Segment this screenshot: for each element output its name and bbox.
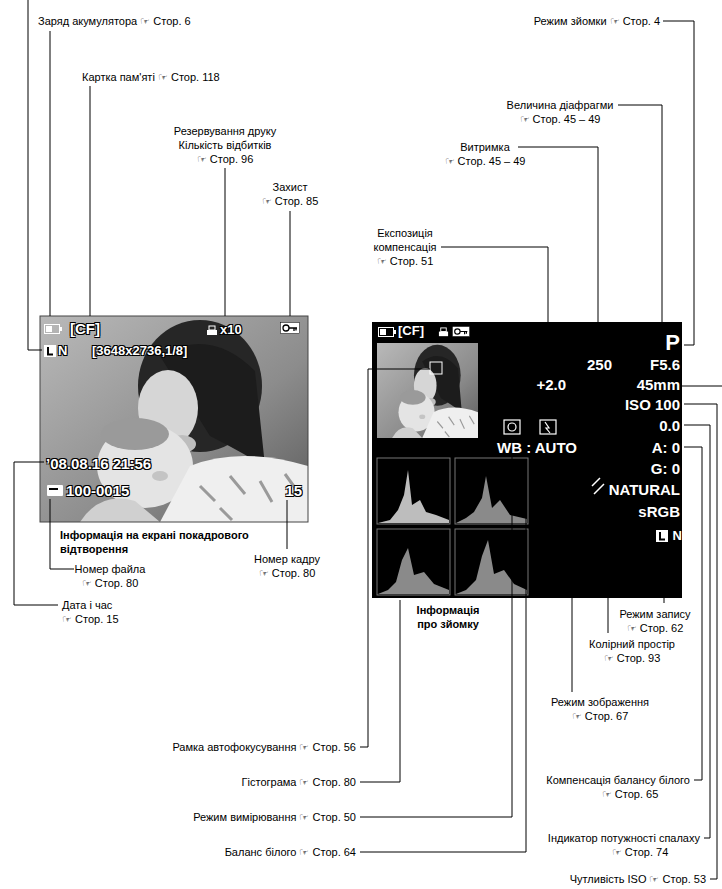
- callout-label: Кількість відбитків: [179, 138, 272, 152]
- callout-label: Чутливість ISO ☞ Стор. 53: [570, 872, 706, 886]
- callout-label: Колірний простір: [589, 637, 675, 651]
- callout-label: ☞ Стор. 93: [604, 651, 661, 665]
- callout-label: Рамка автофокусування ☞ Стор. 56: [172, 740, 356, 754]
- callout-label: ☞ Стор. 51: [377, 254, 434, 268]
- callout-label: Режим зображення: [551, 695, 649, 709]
- screen-readout: 15: [285, 482, 302, 500]
- caption: Інформація на екрані покадрового: [60, 528, 249, 542]
- callout-label: Номер файла: [75, 562, 146, 576]
- callout-label: ☞ Стор. 62: [627, 621, 684, 635]
- screen-readout: [CF]: [398, 323, 424, 339]
- callout-label: Гістограма ☞ Стор. 80: [242, 775, 356, 789]
- callout-label: Дата і час: [62, 598, 112, 612]
- screen-readout: NATURAL: [609, 481, 680, 499]
- callout-label: Номер кадру: [254, 552, 320, 566]
- screen-readout: x10: [220, 322, 242, 338]
- screen-readout: 0.0: [659, 417, 680, 435]
- callout-label: Картка пам'яті ☞ Стор. 118: [82, 70, 220, 84]
- callout-label: Експозиція: [377, 226, 433, 240]
- screen-readout: N: [58, 343, 67, 359]
- screen-readout: A: 0: [652, 439, 680, 457]
- callout-label: Величина діафрагми: [507, 98, 614, 112]
- callout-label: компенсація: [373, 240, 436, 254]
- screen-readout: G: 0: [651, 460, 680, 478]
- callout-label: ☞ Стор. 96: [197, 152, 254, 166]
- caption: Інформація: [417, 603, 480, 617]
- screen-readout: WB : AUTO: [497, 439, 577, 457]
- callout-label: ☞ Стор. 45 – 49: [445, 154, 526, 168]
- callout-label: ☞ Стор. 85: [262, 194, 319, 208]
- screen-readout: 45mm: [637, 376, 680, 394]
- shooting-info-screen: [372, 322, 682, 598]
- callout-label: Індикатор потужності спалаху: [548, 831, 700, 845]
- callout-label: Резервування друку: [174, 124, 276, 138]
- callout-label: Витримка: [460, 140, 510, 154]
- screen-readout: 100-0015: [66, 482, 129, 500]
- playback-screen: [40, 316, 308, 522]
- callout-label: Баланс білого ☞ Стор. 64: [225, 845, 356, 859]
- caption: відтворення: [60, 542, 128, 556]
- screen-readout: ’08.08.16 21:56: [46, 455, 151, 473]
- callout-label: Режим запису: [619, 607, 690, 621]
- callout-label: ☞ Стор. 15: [62, 612, 119, 626]
- screen-readout: F5.6: [650, 356, 680, 374]
- callout-label: Заряд акумулятора ☞ Стор. 6: [38, 14, 191, 28]
- screen-readout: [CF]: [70, 320, 100, 338]
- mode-indicator: P: [665, 331, 680, 355]
- callout-label: ☞ Стор. 74: [612, 845, 669, 859]
- screen-readout: [3648x2736,1/8]: [92, 343, 187, 359]
- callout-label: ☞ Стор. 80: [82, 576, 139, 590]
- callout-label: ☞ Стор. 45 – 49: [520, 112, 601, 126]
- screen-readout: 250: [587, 356, 612, 374]
- screen-readout: N: [673, 528, 682, 544]
- callout-label: Режим вимірювання ☞ Стор. 50: [193, 810, 356, 824]
- callout-label: ☞ Стор. 67: [572, 709, 629, 723]
- callout-label: Компенсація балансу білого: [546, 773, 690, 787]
- leader-lines: [14, 0, 722, 879]
- callout-label: ☞ Стор. 80: [259, 566, 316, 580]
- screen-readout: ISO 100: [625, 396, 680, 414]
- screen-readout: +2.0: [536, 376, 566, 394]
- caption: про зйомку: [417, 617, 479, 631]
- screen-readout: sRGB: [638, 503, 680, 521]
- callout-label: ☞ Стор. 65: [602, 787, 659, 801]
- callout-label: Режим зйомки ☞ Стор. 4: [534, 14, 660, 28]
- callout-label: Захист: [273, 180, 308, 194]
